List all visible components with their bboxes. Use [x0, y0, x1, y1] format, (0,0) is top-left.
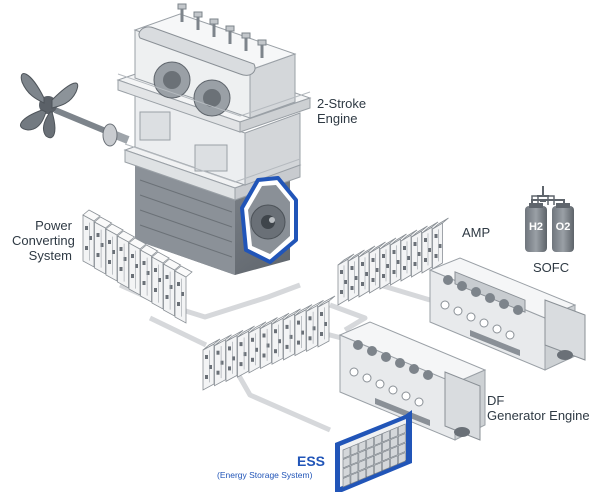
battery-cell	[397, 432, 406, 446]
df-engine-label: DF Generator Engine	[487, 393, 590, 423]
battery-cell	[350, 462, 359, 475]
h2-label: H2	[528, 221, 544, 233]
df-generator-engine-top	[428, 257, 586, 371]
motor-generator-icon	[240, 176, 298, 264]
amp-label: AMP	[462, 225, 491, 240]
engine-icon	[116, 3, 312, 275]
cabinet-unit	[432, 217, 449, 270]
cabinet-unit	[260, 317, 278, 370]
engine-label: 2-Stroke Engine	[317, 96, 366, 126]
cabinet-unit	[306, 299, 324, 352]
battery-cell	[390, 455, 398, 468]
engine-label-line2: Engine	[317, 111, 358, 126]
battery-cell	[382, 430, 390, 443]
cabinet-unit	[237, 325, 255, 378]
battery-cell	[366, 455, 375, 469]
cabinet-unit	[337, 253, 355, 306]
cabinet-unit	[139, 244, 159, 303]
cabinet-unit	[421, 221, 439, 274]
battery-cell	[366, 436, 375, 450]
pcs-label-line1: Power	[35, 218, 72, 233]
df-engine-label-line2: Generator Engine	[487, 408, 590, 423]
cabinet-unit	[225, 330, 244, 383]
cabinet-unit	[93, 216, 113, 275]
battery-cell	[382, 439, 390, 453]
cabinet-unit	[116, 230, 136, 289]
battery-cell	[350, 471, 359, 485]
cabinet-unit	[369, 241, 386, 294]
propeller-icon	[19, 73, 130, 147]
ess-label: ESS	[297, 453, 326, 469]
battery-cell	[358, 458, 367, 472]
battery-cell	[342, 446, 351, 460]
cabinet-unit	[214, 334, 232, 387]
battery-cell	[366, 465, 375, 478]
battery-cell	[382, 458, 390, 472]
battery-cell	[390, 436, 398, 449]
cabinet-unit	[248, 321, 267, 374]
battery-cell	[358, 449, 367, 462]
battery-cell	[358, 439, 367, 453]
cabinet-unit	[174, 265, 193, 324]
battery-cell	[382, 449, 390, 462]
battery-cell	[374, 452, 382, 465]
battery-cell	[390, 426, 398, 440]
engine-label-line1: 2-Stroke	[317, 96, 367, 111]
battery-cell	[374, 433, 382, 446]
cabinet-unit	[379, 237, 397, 290]
battery-cell	[366, 446, 375, 459]
pcs-label: Power Converting System	[12, 218, 75, 263]
battery-cell	[397, 423, 406, 436]
battery-cell	[342, 456, 351, 469]
battery-cell	[358, 468, 367, 481]
pcs-label-line3: System	[28, 248, 72, 263]
cabinet-unit	[151, 251, 170, 310]
battery-cell	[374, 461, 382, 475]
battery-cell	[350, 443, 359, 456]
cabinet-unit	[400, 229, 418, 282]
cabinet-icon	[82, 209, 449, 391]
cabinet-unit	[294, 304, 313, 357]
battery-cell	[390, 445, 398, 459]
cabinet-unit	[411, 225, 428, 278]
cabinet-unit	[348, 249, 365, 302]
cabinet-unit	[82, 209, 101, 268]
cabinet-unit	[202, 338, 221, 391]
battery-cell	[397, 451, 406, 465]
df-generator-engine-bottom	[338, 321, 487, 441]
cabinet-unit	[358, 245, 376, 298]
cabinet-unit	[162, 258, 182, 317]
pcs-label-line2: Converting	[12, 233, 75, 248]
o2-label: O2	[555, 221, 571, 233]
ess-full-label: (Energy Storage System)	[217, 470, 313, 480]
battery-cell	[342, 465, 351, 479]
cabinet-unit	[105, 223, 124, 282]
cabinet-unit	[390, 233, 407, 286]
battery-icon	[335, 410, 412, 492]
cabinet-unit	[283, 308, 301, 361]
sofc-label: SOFC	[533, 260, 570, 275]
battery-cell	[350, 452, 359, 466]
cabinet-unit	[128, 237, 147, 296]
battery-cell	[397, 442, 406, 455]
fuel-cell-icon	[525, 186, 574, 252]
cabinet-unit	[271, 312, 290, 365]
battery-cell	[374, 442, 382, 456]
battery-cell	[342, 475, 351, 488]
cabinet-unit	[317, 295, 336, 348]
df-engine-label-line1: DF	[487, 393, 505, 408]
